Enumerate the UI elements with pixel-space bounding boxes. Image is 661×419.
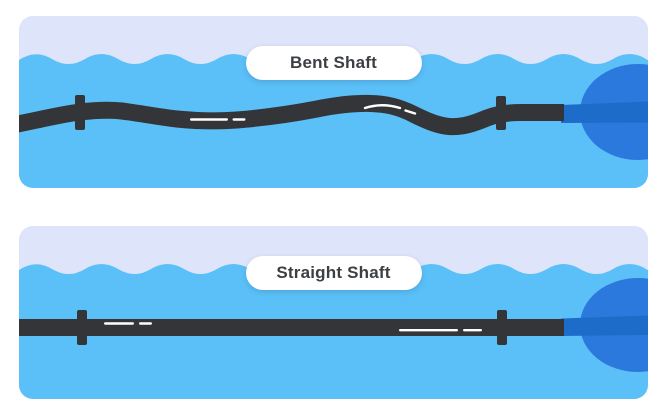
drip-ring-right	[496, 96, 506, 130]
shaft-label: Bent Shaft	[245, 46, 422, 80]
bent-shaft-scene	[19, 16, 648, 188]
shaft-highlight	[190, 118, 228, 121]
shaft-highlight	[139, 322, 152, 325]
drip-ring-left	[77, 310, 87, 345]
water-wave	[19, 54, 648, 188]
shaft-highlight	[399, 329, 458, 332]
shaft-label: Straight Shaft	[245, 256, 422, 290]
straight-paddle-shaft	[19, 319, 564, 336]
shaft-highlight	[463, 329, 482, 332]
shaft-highlight	[404, 109, 417, 115]
paddle-throat	[561, 315, 648, 336]
panel-bent-shaft: Bent Shaft	[19, 16, 648, 188]
panel-straight-shaft: Straight Shaft	[19, 226, 648, 399]
paddle-throat	[561, 101, 648, 123]
shaft-highlight	[363, 104, 402, 110]
drip-ring-right	[497, 310, 507, 345]
shaft-highlight	[104, 322, 134, 325]
straight-shaft-scene	[19, 226, 648, 399]
shaft-highlight	[232, 118, 246, 121]
drip-ring-left	[75, 95, 85, 130]
bent-paddle-shaft	[19, 94, 564, 136]
